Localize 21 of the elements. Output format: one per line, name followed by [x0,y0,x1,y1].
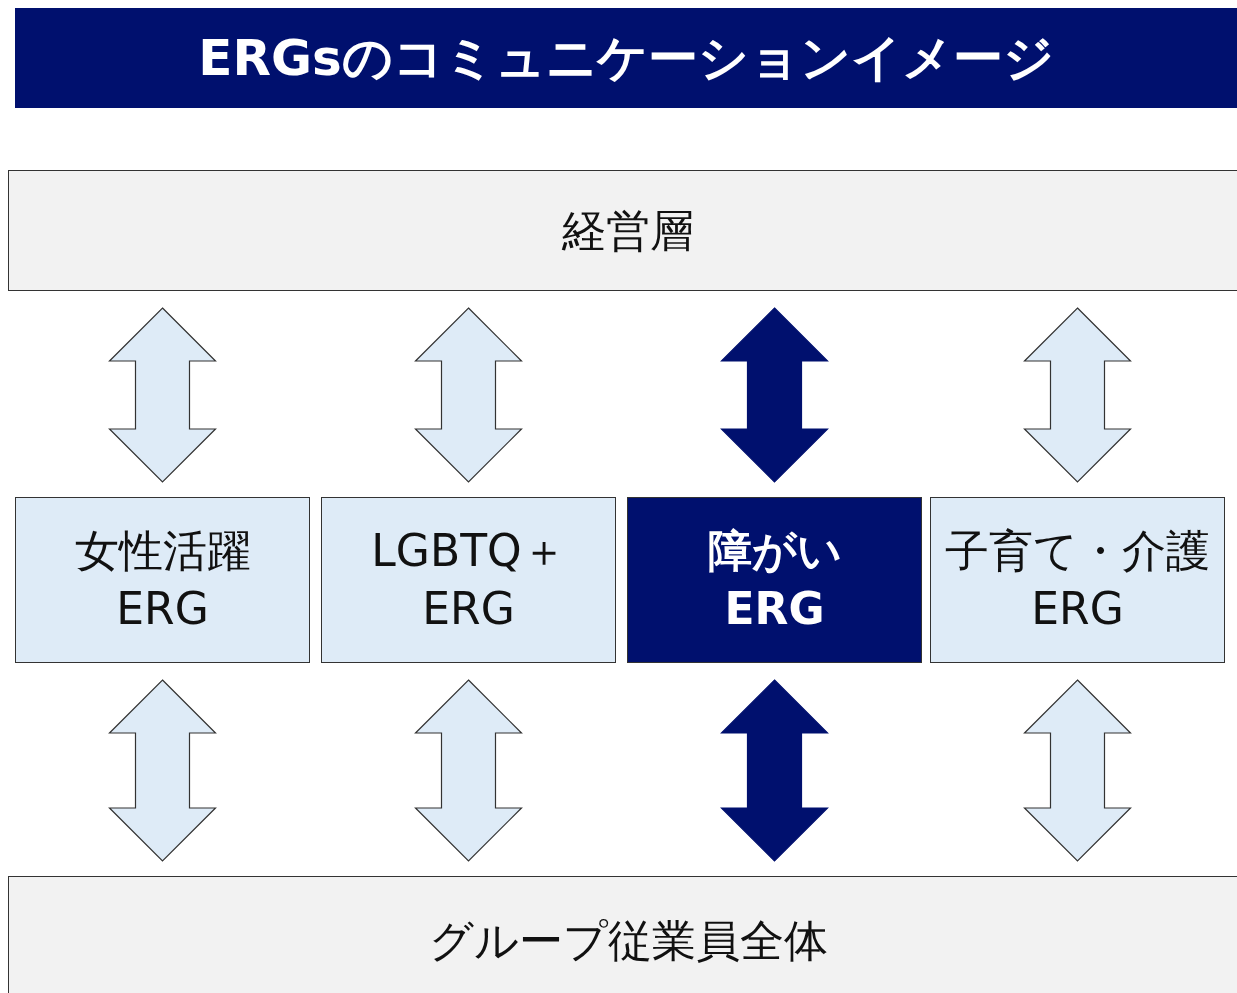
double-arrow [720,679,829,862]
double-arrow [1023,679,1132,862]
node-label: グループ従業員全体 [428,914,828,968]
title-banner: ERGsのコミュニケーションイメージ [15,8,1237,108]
erg-box [15,497,310,663]
double-arrow [108,679,217,862]
group-box [8,876,1237,993]
double-arrow [414,679,523,862]
double-arrow [108,307,217,483]
erg-box [321,497,616,663]
double-arrow [414,307,523,483]
node-label: 女性活躍 ERG [73,524,252,636]
double-arrow [720,307,829,483]
node-label: 子育て・介護 ERG [944,524,1211,636]
erg-box [627,497,922,663]
node-label: 障がい ERG [706,524,843,636]
group-box [8,170,1237,291]
double-arrow [1023,307,1132,483]
erg-box [930,497,1225,663]
node-label: LGBTQ＋ ERG [370,524,567,636]
node-label: 経営層 [562,203,694,258]
